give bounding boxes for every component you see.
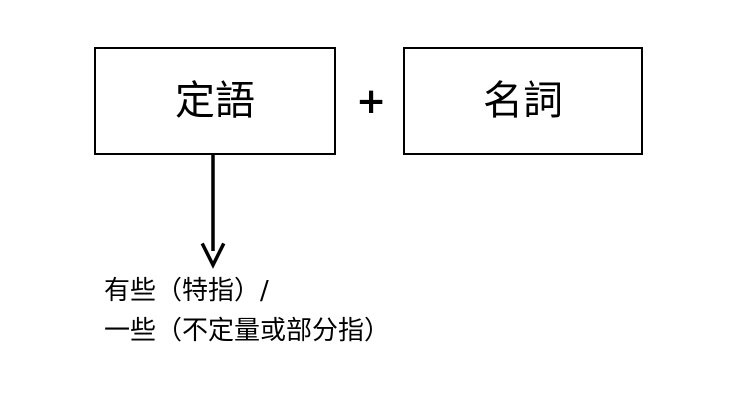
- down-arrow-icon: [200, 155, 226, 269]
- note-indefinite: 一些（不定量或部分指）: [104, 316, 391, 346]
- noun-box: 名詞: [403, 47, 643, 155]
- note-specific: 有些（特指）/: [104, 276, 269, 306]
- noun-label: 名詞: [483, 78, 563, 124]
- plus-sign: +: [356, 81, 387, 122]
- modifier-label: 定語: [175, 78, 255, 124]
- modifier-box: 定語: [94, 47, 336, 155]
